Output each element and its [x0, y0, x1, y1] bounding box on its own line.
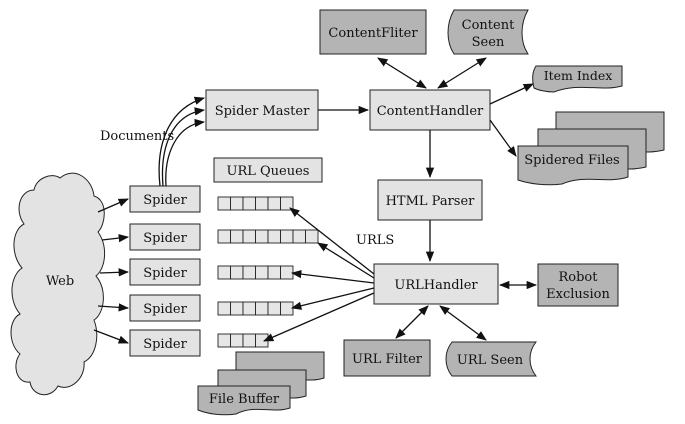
web-cloud: Web [10, 172, 105, 396]
url-handler-node: URLHandler [373, 263, 499, 305]
url-seen-node: URL Seen [445, 341, 538, 377]
content-seen-node: Content Seen [447, 9, 529, 55]
spidered-files-label: Spidered Files [524, 153, 619, 168]
contentfilter-contenthandler-arrow [377, 57, 427, 89]
url-filter-label: URL Filter [352, 352, 423, 367]
web-to-spider-3-arrow [99, 268, 130, 277]
queue-2-cell [292, 229, 306, 244]
documents-label: Documents [100, 129, 174, 144]
spider-2-label: Spider [143, 231, 187, 246]
spider-3: Spider [129, 258, 201, 286]
queue-4-cell [255, 301, 269, 316]
contenthandler-to-itemindex-arrow [489, 83, 534, 105]
queue-2-cell [255, 229, 269, 244]
file-buffer-label: File Buffer [209, 392, 280, 407]
robot-exclusion-node: Robot Exclusion [537, 263, 619, 307]
content-filter-label: ContentFliter [328, 26, 418, 41]
urlhandler-to-queue-4-arrow [290, 287, 375, 310]
web-to-spider-1-arrow [97, 198, 129, 213]
queue-1-cell [280, 196, 294, 211]
queue-3-cell [255, 265, 269, 280]
queue-3-cell [242, 265, 256, 280]
contentseen-contenthandler-arrow [437, 57, 487, 89]
robot-exclusion-label-line1: Robot [559, 270, 599, 285]
html-parser-node: HTML Parser [377, 179, 483, 221]
spider-1: Spider [129, 185, 201, 213]
urlhandler-urlseen-arrow [439, 305, 487, 341]
contenthandler-to-spideredfiles-arrow [489, 119, 517, 157]
queue-3-cell [217, 265, 231, 280]
queue-3-cell [267, 265, 281, 280]
spider-1-label: Spider [143, 193, 187, 208]
queue-4-cell [280, 301, 294, 316]
url-seen-label: URL Seen [457, 353, 524, 368]
queue-4-cell [217, 301, 231, 316]
spider-5-label: Spider [143, 337, 187, 352]
web-to-spider-4-arrow [97, 303, 130, 312]
robot-exclusion-label-line2: Exclusion [546, 287, 610, 302]
queue-4-cell [267, 301, 281, 316]
html-parser-label: HTML Parser [386, 194, 476, 209]
queue-2-cell [217, 229, 231, 244]
queue-5-cell [242, 333, 256, 348]
spidered-files-stack: Spidered Files [517, 111, 665, 186]
content-seen-label-line2: Seen [472, 35, 505, 50]
queue-1-cell [230, 196, 244, 211]
web-label: Web [46, 274, 74, 289]
urlhandler-to-queue-3-arrow [290, 270, 375, 284]
queue-1-cell [217, 196, 231, 211]
web-to-spider-5-arrow [93, 329, 129, 344]
content-handler-label: ContentHandler [377, 104, 484, 119]
spider-4-label: Spider [143, 302, 187, 317]
spider-5: Spider [129, 329, 201, 357]
documents-arrow-1 [158, 96, 205, 187]
queue-2-cell [267, 229, 281, 244]
queue-2-cell [242, 229, 256, 244]
content-handler-node: ContentHandler [369, 89, 491, 131]
url-queues-label: URL Queues [227, 164, 310, 179]
queue-3-cell [280, 265, 294, 280]
url-queues [217, 196, 319, 348]
spider-3-label: Spider [143, 266, 187, 281]
documents-arrow-2 [161, 107, 206, 187]
queue-5-cell [230, 333, 244, 348]
queue-5-cell [217, 333, 231, 348]
documents-arrow-3 [165, 118, 206, 187]
urlhandler-to-queue-2-arrow [317, 242, 375, 279]
web-to-spider-2-arrow [101, 233, 130, 243]
item-index-label: Item Index [544, 68, 613, 83]
urlhandler-urlfilter-arrow [395, 305, 429, 339]
queue-2-cell [280, 229, 294, 244]
file-buffer-stack: File Buffer [197, 351, 325, 416]
spider-4: Spider [129, 294, 201, 322]
spider-master-node: Spider Master [205, 89, 319, 131]
queue-1-cell [242, 196, 256, 211]
queue-1-cell [267, 196, 281, 211]
queue-4-cell [242, 301, 256, 316]
queue-4-cell [230, 301, 244, 316]
url-queues-node: URL Queues [213, 157, 323, 183]
queue-1-cell [255, 196, 269, 211]
queue-2-cell [230, 229, 244, 244]
urlhandler-to-queue-5-arrow [263, 292, 375, 342]
urls-label: URLS [356, 233, 394, 248]
url-filter-node: URL Filter [343, 339, 431, 377]
content-seen-label-line1: Content [462, 18, 515, 33]
urlhandler-to-queue-1-arrow [289, 207, 375, 275]
url-handler-label: URLHandler [394, 278, 478, 293]
spider-master-label: Spider Master [215, 104, 310, 119]
item-index-node: Item Index [532, 65, 623, 93]
spider-2: Spider [129, 223, 201, 251]
queue-3-cell [230, 265, 244, 280]
content-filter-node: ContentFliter [319, 9, 427, 55]
queue-2-cell [305, 229, 319, 244]
